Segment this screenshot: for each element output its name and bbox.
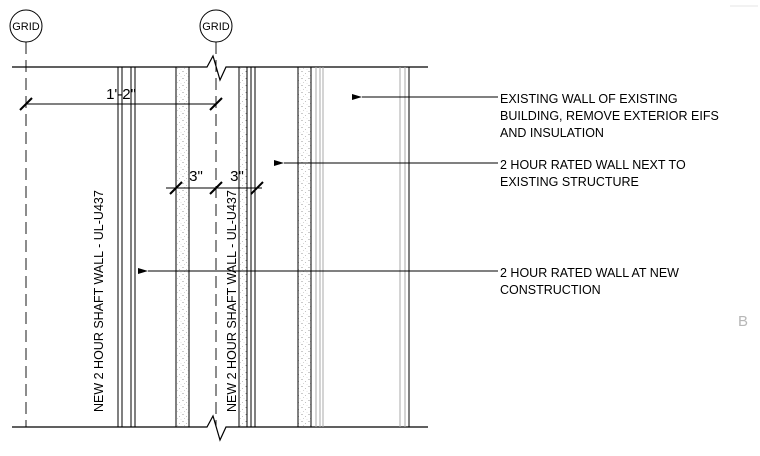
svg-text:AND INSULATION: AND INSULATION <box>500 126 604 140</box>
note-rated-wall-new: 2 HOUR RATED WALL AT NEW CONSTRUCTION <box>500 266 679 297</box>
rated-wall-new-right <box>238 67 248 427</box>
rated-wall-new-left <box>175 67 190 427</box>
grid-bubble-right: GRID <box>199 9 233 43</box>
note-rated-wall-existing: 2 HOUR RATED WALL NEXT TO EXISTING STRUC… <box>500 158 686 189</box>
grid-lines <box>25 42 217 427</box>
dimension-overall-label: 1'-2" <box>106 86 136 103</box>
dimension-widths <box>166 181 264 195</box>
sheet-mark: B <box>738 313 748 330</box>
existing-building-wall <box>315 67 410 427</box>
leader-lines <box>138 94 498 274</box>
shaft-wall-right <box>250 67 256 427</box>
svg-text:EXISTING WALL OF EXISTING: EXISTING WALL OF EXISTING <box>500 92 678 106</box>
boundary-lines <box>12 54 428 442</box>
svg-text:EXISTING STRUCTURE: EXISTING STRUCTURE <box>500 175 639 189</box>
grid-bubble-left: GRID <box>9 9 43 43</box>
wall-label-right: NEW 2 HOUR SHAFT WALL - UL-U437 <box>225 190 239 412</box>
svg-text:CONSTRUCTION: CONSTRUCTION <box>500 283 601 297</box>
dimension-left-label: 3" <box>189 168 203 185</box>
dimension-overall <box>19 97 223 111</box>
svg-text:BUILDING, REMOVE EXTERIOR EIFS: BUILDING, REMOVE EXTERIOR EIFS <box>500 109 719 123</box>
rated-wall-existing <box>297 67 312 427</box>
svg-text:2 HOUR RATED WALL NEXT TO: 2 HOUR RATED WALL NEXT TO <box>500 158 686 172</box>
note-existing-wall: EXISTING WALL OF EXISTING BUILDING, REMO… <box>500 92 719 140</box>
svg-text:2 HOUR RATED WALL AT NEW: 2 HOUR RATED WALL AT NEW <box>500 266 679 280</box>
shaft-wall-left <box>117 67 136 427</box>
svg-text:GRID: GRID <box>202 21 230 33</box>
dimension-right-label: 3" <box>230 168 244 185</box>
svg-text:GRID: GRID <box>12 21 40 33</box>
wall-label-left: NEW 2 HOUR SHAFT WALL - UL-U437 <box>92 190 106 412</box>
